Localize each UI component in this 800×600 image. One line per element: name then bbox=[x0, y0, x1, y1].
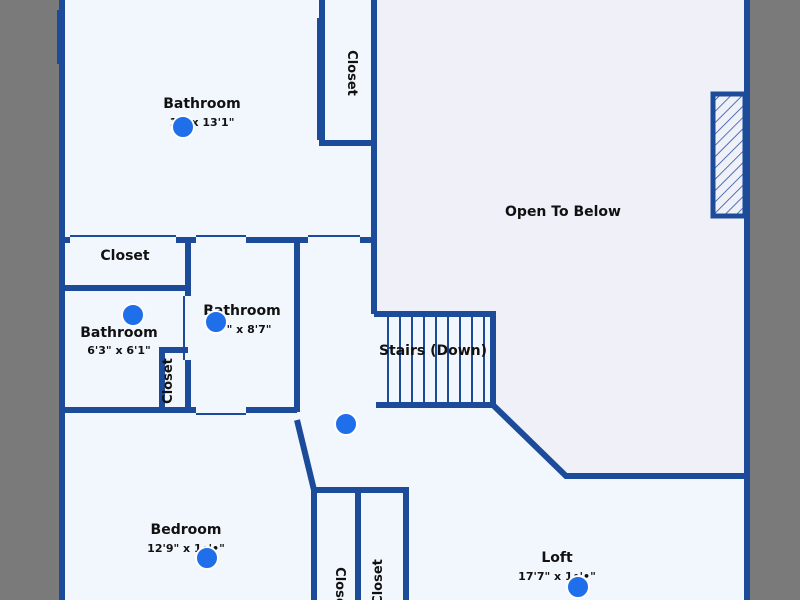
room-dims-bathroom-left: 6'3" x 6'1" bbox=[87, 344, 151, 357]
view-pin-bathroom-top[interactable] bbox=[171, 115, 195, 139]
walls bbox=[57, 0, 750, 600]
view-pin-hallway[interactable] bbox=[334, 412, 358, 436]
room-label-closet-small: Closet bbox=[161, 358, 176, 404]
view-pin-bathroom-left[interactable] bbox=[121, 303, 145, 327]
view-pin-bathroom-center[interactable] bbox=[204, 310, 228, 334]
room-dims-bathroom-center: ••" x 8'7" bbox=[213, 323, 272, 336]
view-pin-bedroom[interactable] bbox=[195, 546, 219, 570]
view-pin-loft[interactable] bbox=[566, 575, 590, 599]
room-label-bathroom-top: Bathroom bbox=[163, 96, 241, 112]
room-label-closet-bottom-2: Closet bbox=[371, 559, 386, 600]
room-label-closet-mid: Closet bbox=[100, 248, 150, 264]
open-to-below-area bbox=[376, 0, 746, 476]
room-label-loft: Loft bbox=[541, 550, 573, 566]
room-label-stairs: Stairs (Down) bbox=[379, 343, 487, 359]
room-label-bedroom: Bedroom bbox=[151, 522, 222, 538]
room-label-bathroom-left: Bathroom bbox=[80, 325, 158, 341]
room-label-open-to-below: Open To Below bbox=[505, 204, 621, 220]
stairs bbox=[376, 314, 493, 405]
room-label-closet-top: Closet bbox=[344, 50, 359, 96]
fireplace bbox=[710, 91, 748, 219]
room-label-closet-bottom-1: Closet bbox=[332, 567, 347, 600]
